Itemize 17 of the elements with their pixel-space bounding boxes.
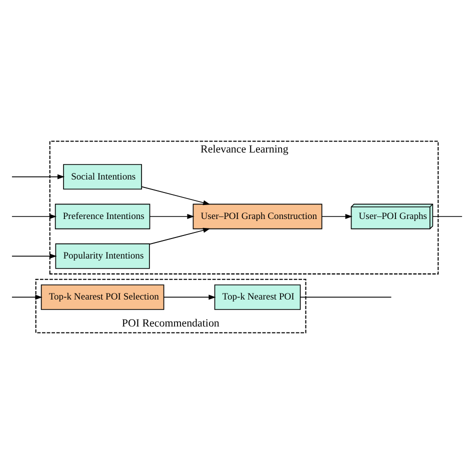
arrow — [150, 214, 194, 219]
node-box: Popularity Intentions — [55, 243, 150, 269]
node-box: User–POI Graph Construction — [192, 204, 322, 230]
arrow — [12, 254, 57, 259]
arrow — [12, 174, 65, 180]
node-box: Preference Intentions — [54, 204, 150, 230]
arrow — [12, 294, 42, 300]
node-box: Top-k Nearest POI Selection — [40, 284, 164, 310]
arrow — [12, 214, 57, 219]
node-box: Social Intentions — [63, 164, 142, 190]
arrow — [149, 228, 210, 245]
arrow — [164, 294, 216, 300]
arrow — [322, 214, 352, 219]
connector — [300, 296, 392, 298]
arrow — [141, 186, 210, 206]
connector — [432, 216, 462, 217]
node-box: Top-k Nearest POI — [214, 284, 301, 310]
